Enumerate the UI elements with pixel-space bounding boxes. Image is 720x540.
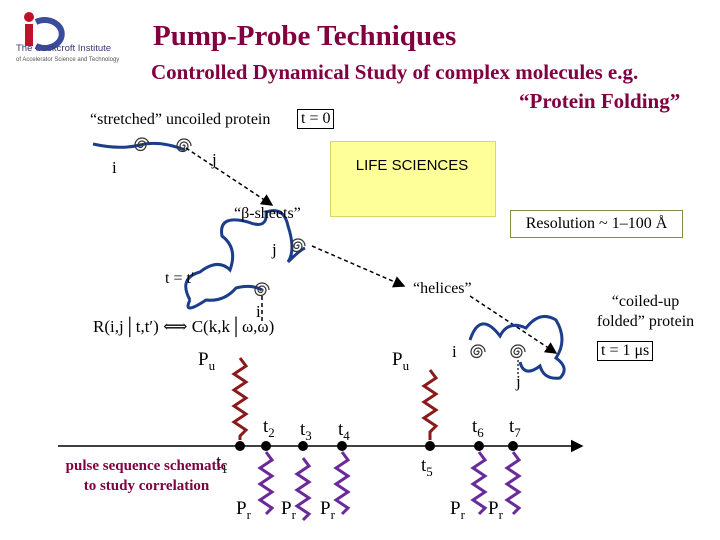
residue-j-label-3: j (516, 372, 521, 391)
logo-tagline: of Accelerator Science and Technology (16, 57, 120, 63)
pulse-sequence-caption: pulse sequence schematic to study correl… (65, 458, 228, 494)
time-label-t3: t3 (300, 419, 312, 443)
timeline-point-t7 (508, 441, 518, 451)
stretched-protein (92, 141, 186, 152)
cockcroft-logo (10, 8, 122, 70)
timeline-point-t2 (261, 441, 271, 451)
time-label-t6: t6 (472, 416, 484, 440)
logo-text: The Cockcroft Institute of Accelerator S… (16, 44, 119, 65)
subtitle-protein-folding: “Protein Folding” (519, 89, 681, 113)
correlation-formula: R(i,j│t,t′) ⟺ C(k,k│ω,ω) (93, 317, 275, 336)
probe-label-7: Pr (488, 498, 503, 522)
time-label-t5: t5 (421, 455, 433, 479)
beta-sheets-label: “β-sheets” (234, 205, 301, 222)
probe-pulse-2 (257, 451, 275, 516)
resolution-box: Resolution ~ 1–100 Å (510, 210, 683, 238)
time-label-t1: t1 (216, 452, 228, 476)
residue-i-label: i (112, 158, 117, 177)
probe-pulse-3 (294, 457, 312, 522)
logo-mark (24, 12, 65, 51)
life-sciences-label: LIFE SCIENCES (355, 157, 469, 174)
timeline-point-t4 (337, 441, 347, 451)
pump-label-2: Pu (392, 349, 410, 373)
probe-pulse-6 (470, 451, 488, 516)
timeline-point-t5 (425, 441, 435, 451)
time-label-t4: t4 (338, 419, 350, 443)
arrow-to-helices (311, 245, 406, 288)
probe-label-6: Pr (450, 498, 465, 522)
page-title: Pump-Probe Techniques (153, 20, 457, 52)
coiled-protein-label: “coiled-up folded” protein (596, 293, 695, 330)
probe-label-3: Pr (281, 498, 296, 522)
stretched-protein-label: “stretched” uncoiled protein (90, 111, 271, 128)
timeline-point-t1 (235, 441, 245, 451)
life-sciences-box (330, 141, 496, 217)
logo-name: The Cockcroft Institute (16, 43, 112, 54)
residue-i-label-3: i (452, 342, 457, 361)
residue-j-label: j (212, 150, 217, 169)
timeline-point-t6 (474, 441, 484, 451)
t-final-label: t = 1 μs (597, 341, 654, 361)
pump-pulse-2 (421, 369, 439, 440)
residue-j-label-2: j (272, 240, 277, 259)
time-label-t7: t7 (509, 416, 521, 440)
residue-i-marker-3 (470, 344, 486, 359)
t-prime-label: t = t′ (165, 270, 195, 287)
pump-pulse-1 (231, 357, 249, 440)
time-label-t2: t2 (263, 416, 275, 440)
timeline-point-t3 (298, 441, 308, 451)
probe-pulse-7 (504, 451, 522, 516)
probe-label-2: Pr (236, 498, 251, 522)
folded-protein (468, 314, 566, 380)
probe-label-4: Pr (320, 498, 335, 522)
probe-pulse-4 (333, 451, 351, 516)
helices-label: “helices” (413, 280, 472, 297)
t-zero-label: t = 0 (297, 109, 335, 129)
intermediate-protein (184, 209, 306, 301)
subtitle: Controlled Dynamical Study of complex mo… (151, 60, 639, 84)
residue-i-label-2: i (256, 302, 261, 321)
arrow-to-beta (185, 147, 274, 206)
pump-label-1: Pu (198, 349, 216, 373)
residue-j-marker-3 (510, 344, 526, 359)
